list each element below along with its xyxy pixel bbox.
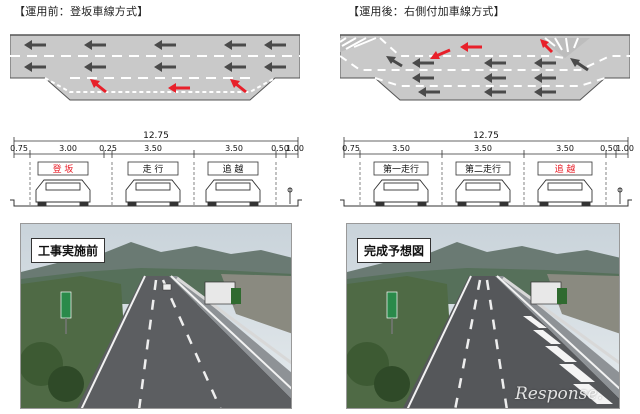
arrow-icon bbox=[418, 87, 440, 97]
zebra-hatching bbox=[523, 316, 613, 404]
lane-label-box bbox=[537, 161, 593, 176]
truck-icon bbox=[204, 281, 241, 305]
red-arrow-icon bbox=[430, 48, 451, 59]
left-lane-climbing-label: 登 坂 bbox=[53, 164, 74, 175]
left-lane-passing-label: 追 越 bbox=[223, 163, 244, 175]
right-diagram-title: 【運用後：右側付加車線方式】 bbox=[348, 5, 505, 18]
lane-label-box bbox=[207, 161, 259, 176]
arrow-icon bbox=[484, 87, 506, 97]
left-merge-arrows bbox=[90, 79, 247, 94]
arrow-icon bbox=[412, 73, 434, 83]
right-lane-first-label: 第一走行 bbox=[383, 163, 419, 175]
road-sign bbox=[386, 291, 398, 319]
left-dim-gap: 0.25 bbox=[99, 144, 117, 153]
arrow-icon bbox=[154, 40, 176, 50]
car-icon bbox=[455, 179, 511, 207]
arrow-icon bbox=[534, 87, 556, 97]
road-asphalt bbox=[77, 276, 291, 408]
car-icon bbox=[125, 179, 181, 207]
right-dim-barrier: 1.00 bbox=[616, 144, 634, 153]
right-hatched-zone-left bbox=[340, 37, 380, 52]
left-dim-travel: 3.50 bbox=[144, 144, 162, 153]
arrow-icon bbox=[264, 62, 286, 72]
car-icon bbox=[537, 179, 593, 207]
arrow-icon bbox=[412, 58, 434, 68]
arrow-icon bbox=[484, 58, 506, 68]
left-diagram-title: 【運用前：登坂車線方式】 bbox=[14, 5, 149, 18]
left-traffic-arrows bbox=[24, 40, 286, 72]
red-arrow-icon bbox=[460, 42, 482, 52]
arrow-icon bbox=[386, 56, 403, 68]
right-dim-median: 0.50 bbox=[600, 144, 618, 153]
left-climbing-lane-edge bbox=[44, 77, 276, 93]
right-dim-shoulder: 0.75 bbox=[342, 144, 360, 153]
red-arrow-icon bbox=[540, 39, 554, 54]
left-dim-climbing: 3.00 bbox=[59, 144, 77, 153]
right-road-plan bbox=[340, 34, 630, 101]
right-road-ground bbox=[340, 199, 632, 207]
arrow-icon bbox=[224, 62, 246, 72]
left-photo-before: 工事実施前 bbox=[20, 223, 292, 409]
arrow-icon bbox=[534, 58, 556, 68]
left-dim-barrier: 1.00 bbox=[286, 144, 304, 153]
left-cross-section: 12.75 0.75 3.00 0.25 3.50 3.50 0.50 1.00… bbox=[10, 131, 304, 207]
arrow-icon bbox=[570, 58, 589, 72]
car-icon bbox=[373, 179, 429, 207]
right-merge-arrows bbox=[430, 39, 554, 59]
car-icon bbox=[205, 179, 261, 207]
tree bbox=[374, 366, 410, 402]
car-icon bbox=[35, 179, 91, 207]
right-traffic-arrows bbox=[386, 56, 589, 97]
arrow-icon bbox=[84, 40, 106, 50]
arrow-icon bbox=[484, 73, 506, 83]
arrow-icon bbox=[534, 73, 556, 83]
road-asphalt bbox=[403, 276, 619, 408]
guardrail-icon bbox=[287, 187, 293, 204]
truck-icon bbox=[530, 281, 567, 305]
right-photo-label: 完成予想図 bbox=[357, 238, 432, 263]
right-photo-after: 完成予想図 Response. bbox=[346, 223, 620, 409]
response-watermark: Response. bbox=[515, 384, 603, 404]
left-lane-travel-label: 走 行 bbox=[143, 163, 164, 175]
road-sign bbox=[60, 291, 72, 319]
arrow-icon bbox=[24, 62, 46, 72]
right-dim-lane-3: 3.50 bbox=[556, 144, 574, 153]
left-photo-label: 工事実施前 bbox=[31, 238, 106, 263]
right-total-width: 12.75 bbox=[473, 131, 499, 141]
left-road-plan bbox=[10, 34, 300, 101]
lane-label-box bbox=[127, 161, 179, 176]
arrow-icon bbox=[84, 62, 106, 72]
car-icon bbox=[162, 283, 172, 291]
right-cross-section: 12.75 0.75 3.50 3.50 3.50 0.50 1.00 第一走行… bbox=[340, 131, 634, 207]
arrow-icon bbox=[24, 40, 46, 50]
right-dim-lane-1: 3.50 bbox=[392, 144, 410, 153]
right-hatched-zone-right bbox=[540, 37, 590, 58]
lane-label-box bbox=[37, 161, 89, 176]
arrow-icon bbox=[264, 40, 286, 50]
left-dim-shoulder: 0.75 bbox=[10, 144, 28, 153]
right-lane-second-label: 第二走行 bbox=[465, 163, 501, 175]
lane-label-box bbox=[455, 161, 511, 176]
arrow-icon bbox=[154, 62, 176, 72]
left-dim-passing: 3.50 bbox=[225, 144, 243, 153]
lane-label-box bbox=[373, 161, 429, 176]
red-arrow-icon bbox=[168, 83, 190, 93]
left-total-width: 12.75 bbox=[143, 131, 169, 141]
left-road-ground bbox=[10, 199, 302, 207]
right-dim-lane-2: 3.50 bbox=[474, 144, 492, 153]
guardrail-icon bbox=[617, 187, 623, 204]
red-arrow-icon bbox=[230, 79, 247, 94]
arrow-icon bbox=[224, 40, 246, 50]
guardrail bbox=[176, 276, 291, 365]
red-arrow-icon bbox=[90, 79, 107, 94]
left-dim-median: 0.50 bbox=[271, 144, 289, 153]
guardrail bbox=[502, 276, 619, 365]
right-lane-passing-label: 追 越 bbox=[555, 163, 576, 175]
tree bbox=[48, 366, 84, 402]
